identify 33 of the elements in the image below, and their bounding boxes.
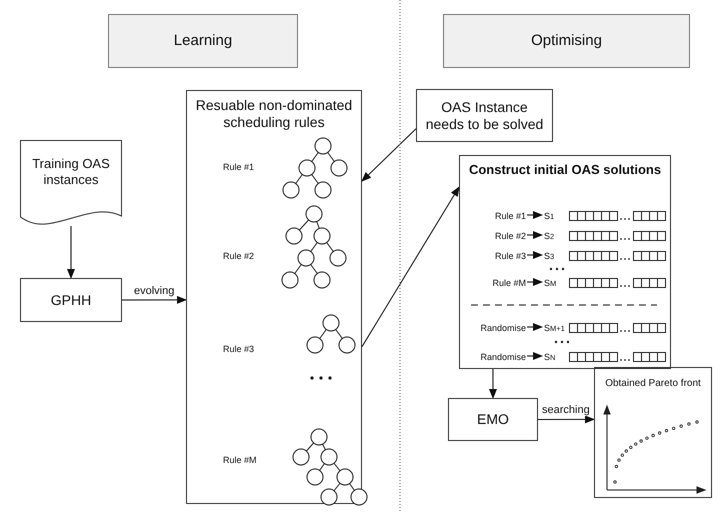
arrow [362, 186, 460, 348]
rule-label: Rule #3 [223, 344, 254, 354]
group-title: Resuable non-dominated scheduling rules [194, 97, 354, 131]
rule-label: Rule #1 [223, 162, 254, 172]
arrow [526, 278, 543, 286]
rule-label: Rule #M [223, 455, 257, 465]
rule-label: Rule #2 [223, 251, 254, 261]
rule-label: Rule #1 [464, 209, 526, 223]
arrow [526, 251, 543, 259]
arrow [526, 323, 543, 331]
section-header: Optimising [443, 14, 690, 68]
arrow [361, 128, 416, 182]
edge-label: searching [540, 404, 592, 416]
document-label: Training OAS instances [31, 156, 111, 188]
rule-label: Rule #3 [464, 249, 526, 263]
process-box: EMO [448, 398, 538, 441]
process-box: OAS Instance needs to be solved [416, 89, 553, 142]
group-title: Construct initial OAS solutions [468, 162, 662, 178]
arrow [526, 211, 543, 219]
section-header: Learning [108, 14, 298, 68]
rule-label: Rule #M [464, 276, 526, 290]
arrow [122, 296, 187, 304]
arrow [526, 352, 543, 360]
arrow [67, 226, 75, 279]
rule-label: Randomise [464, 350, 526, 364]
arrow [488, 368, 497, 399]
arrow [538, 415, 595, 424]
chart-title: Obtained Pareto front [604, 378, 702, 390]
process-box: GPHH [20, 278, 122, 322]
edge-label: evolving [132, 284, 176, 297]
arrow [526, 231, 543, 239]
rule-label: Rule #2 [464, 229, 526, 243]
rule-label: Randomise [464, 321, 526, 335]
